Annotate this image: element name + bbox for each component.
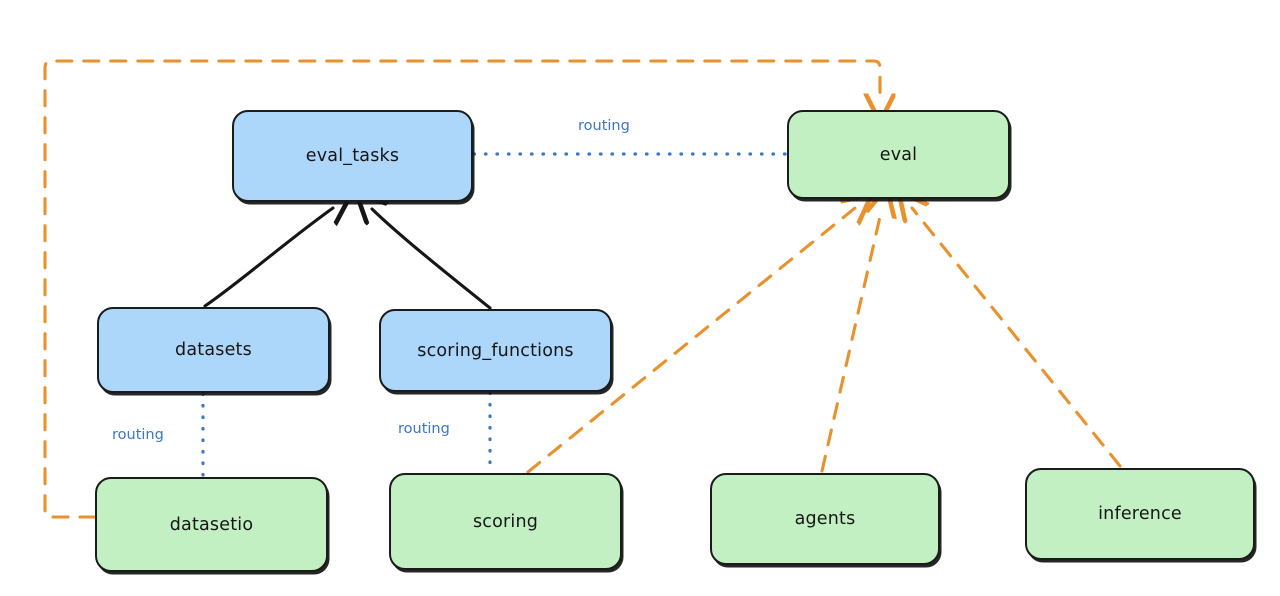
edge-datasets-to-eval-tasks (203, 208, 333, 308)
node-datasets-label: datasets (175, 340, 252, 360)
node-datasets[interactable]: datasets (97, 307, 330, 393)
edge-scoring-functions-to-eval-tasks (372, 209, 492, 310)
edge-label-routing-scoring-functions-scoring: routing (398, 421, 450, 437)
node-eval[interactable]: eval (787, 110, 1010, 199)
node-datasetio[interactable]: datasetio (95, 477, 328, 572)
edge-label-routing-eval-tasks-eval: routing (578, 118, 630, 134)
edge-label-text: routing (578, 118, 630, 134)
node-scoring-functions[interactable]: scoring_functions (379, 309, 612, 392)
edge-label-text: routing (398, 421, 450, 437)
node-agents[interactable]: agents (710, 473, 940, 565)
edge-label-text: routing (112, 427, 164, 443)
node-eval-tasks-label: eval_tasks (305, 146, 400, 166)
node-eval-tasks[interactable]: eval_tasks (232, 110, 473, 202)
node-inference-label: inference (1098, 504, 1182, 524)
node-scoring-label: scoring (472, 511, 539, 532)
node-agents-label: agents (794, 509, 856, 529)
edge-agents-to-eval (820, 208, 882, 473)
node-eval-label: eval (879, 144, 918, 165)
node-scoring[interactable]: scoring (389, 473, 622, 570)
node-scoring-functions-label: scoring_functions (417, 340, 574, 361)
node-inference[interactable]: inference (1025, 468, 1255, 560)
edge-inference-to-eval (912, 208, 1122, 468)
node-datasetio-label: datasetio (169, 514, 254, 535)
edge-label-routing-datasets-datasetio: routing (112, 427, 164, 443)
